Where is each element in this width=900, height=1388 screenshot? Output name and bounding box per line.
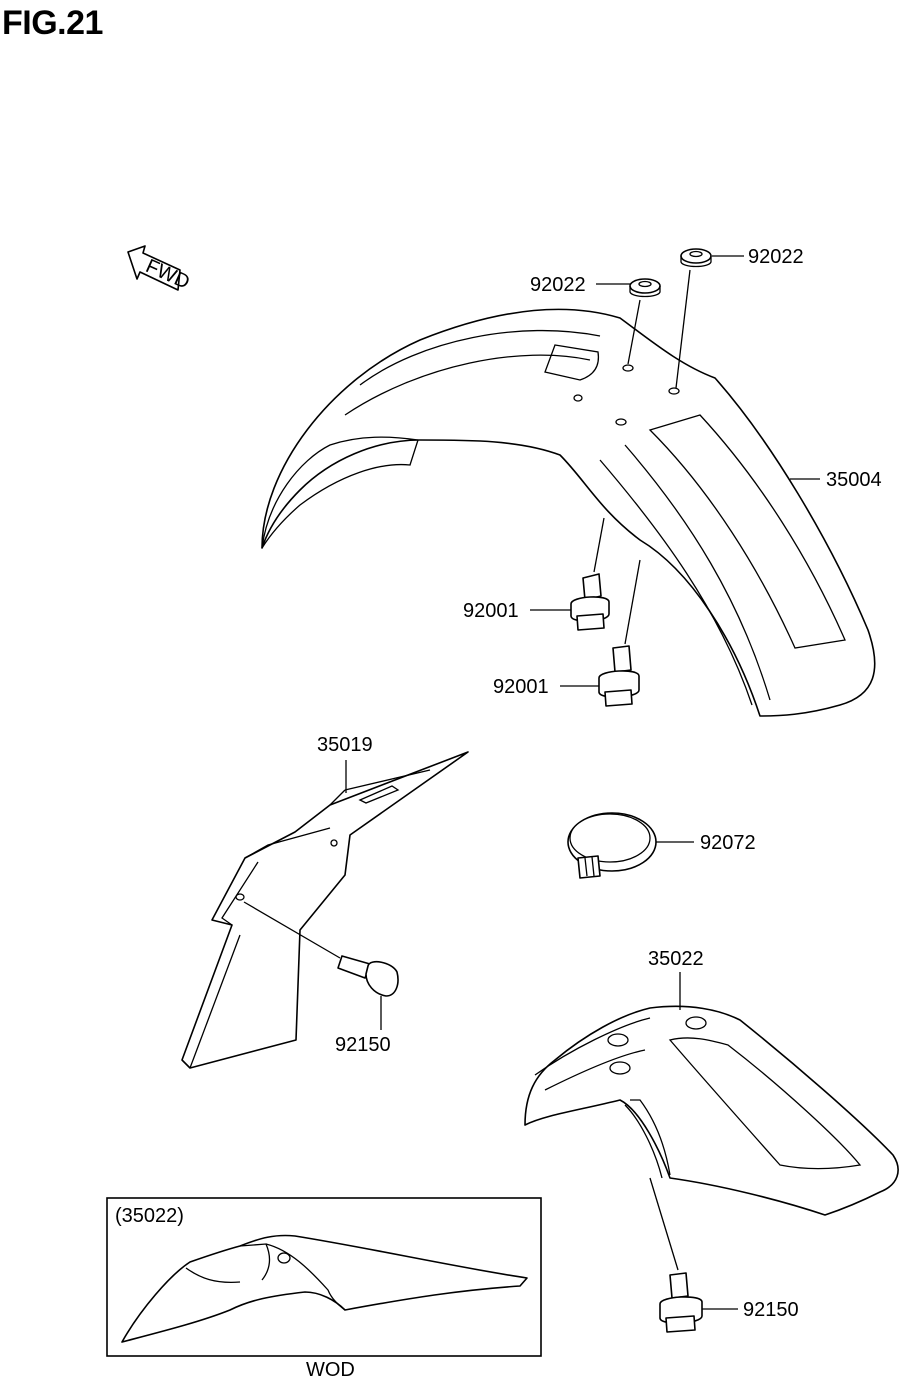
rear-fender [524, 1005, 899, 1216]
label-35004: 35004 [826, 469, 882, 491]
label-92001-a: 92001 [463, 600, 519, 622]
washer-icon [680, 248, 712, 268]
label-92072: 92072 [700, 832, 756, 854]
washer-icon [629, 278, 661, 298]
bolt-icon [570, 573, 610, 631]
bolt-icon [337, 955, 399, 997]
fender-bracket [181, 751, 469, 1069]
band-icon [567, 812, 657, 879]
figure-title: FIG.21 [2, 4, 103, 42]
label-92150-a: 92150 [335, 1034, 391, 1056]
label-92150-b: 92150 [743, 1299, 799, 1321]
fwd-arrow-icon: FWD [127, 245, 193, 294]
label-92022-b: 92022 [748, 246, 804, 268]
bolt-icon [598, 645, 640, 707]
bolt-icon [659, 1272, 703, 1333]
inset-ref-label: (35022) [115, 1205, 184, 1227]
label-35022: 35022 [648, 948, 704, 970]
front-fender [261, 308, 876, 717]
label-92001-b: 92001 [493, 676, 549, 698]
label-35019: 35019 [317, 734, 373, 756]
inset-box [106, 1197, 542, 1357]
label-92022-a: 92022 [530, 274, 586, 296]
inset-fender [121, 1234, 528, 1343]
fwd-label: FWD [142, 255, 193, 294]
inset-caption: WOD [306, 1359, 355, 1381]
